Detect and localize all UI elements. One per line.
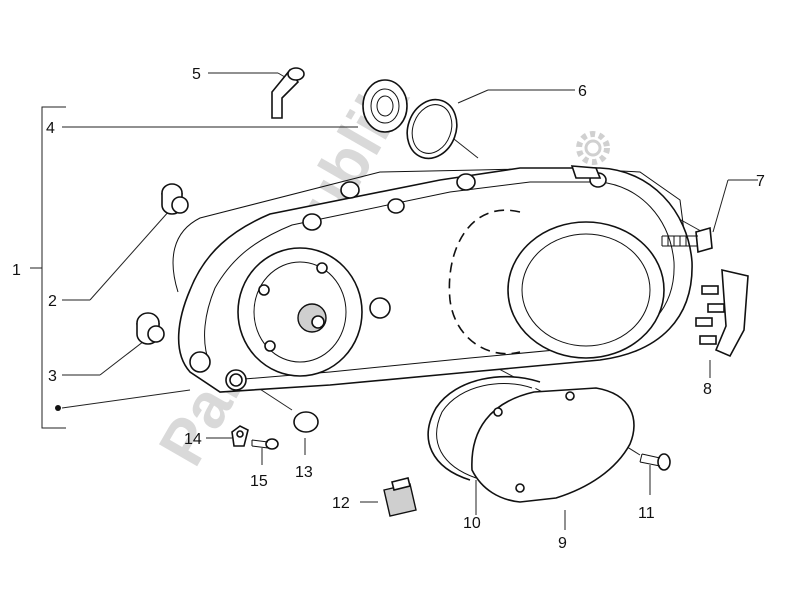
part-11-screw	[639, 453, 671, 471]
part-2-bush	[161, 183, 189, 215]
callout-15: 15	[250, 473, 268, 490]
part-7-bolt	[661, 226, 713, 254]
group-1-marker-dot	[55, 405, 61, 411]
callout-4: 4	[46, 120, 55, 137]
part-9-inspection-cover	[471, 387, 635, 503]
callout-13: 13	[295, 464, 313, 481]
callout-7: 7	[756, 173, 765, 190]
part-8-brush-holder	[695, 268, 749, 358]
group-1-bracket	[30, 106, 66, 429]
callout-5: 5	[192, 66, 201, 83]
callout-6: 6	[578, 83, 587, 100]
callout-labels: 1 2 3 4 5 6 7 8 9 10 11 12 13 14 15	[12, 66, 765, 552]
callout-1: 1	[12, 262, 21, 279]
callout-2: 2	[48, 293, 57, 310]
gear-icon	[576, 131, 610, 165]
callout-14: 14	[184, 431, 202, 448]
part-13-plug	[293, 411, 319, 433]
callout-8: 8	[703, 381, 712, 398]
part-1-crankcase-cover	[172, 165, 693, 420]
callout-12: 12	[332, 495, 350, 512]
part-3-bush	[136, 312, 165, 345]
callout-10: 10	[463, 515, 481, 532]
callout-9: 9	[558, 535, 567, 552]
callout-3: 3	[48, 368, 57, 385]
part-15-screw	[251, 438, 279, 450]
part-12-connector	[383, 477, 417, 517]
part-6-circlip	[406, 98, 458, 160]
part-4-bearing	[362, 79, 408, 133]
part-5-bracket	[271, 67, 305, 119]
part-14-clip	[231, 425, 249, 447]
callout-11: 11	[638, 505, 655, 522]
